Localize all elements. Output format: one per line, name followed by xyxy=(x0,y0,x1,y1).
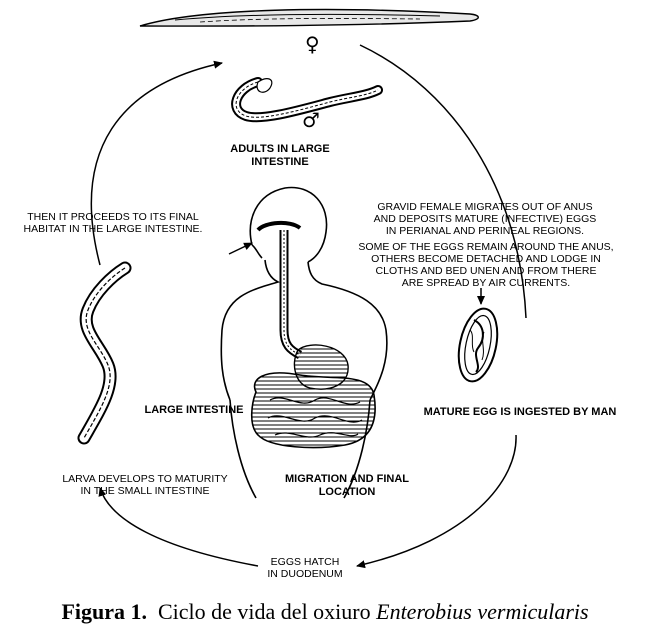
female-symbol: ♀ xyxy=(305,32,320,56)
label-large-intestine: LARGE INTESTINE xyxy=(144,404,244,416)
male-worm-drawing xyxy=(231,77,383,123)
label-final-habitat: THEN IT PROCEEDS TO ITS FINAL HABITAT IN… xyxy=(23,211,203,235)
label-larva-develops: LARVA DEVELOPS TO MATURITY IN THE SMALL … xyxy=(62,473,228,497)
label-gravid-female: GRAVID FEMALE MIGRATES OUT OF ANUS AND D… xyxy=(373,201,597,237)
arrow-to-adults xyxy=(90,60,223,266)
diagram-drawing xyxy=(77,8,527,569)
caption-number: Figura 1. xyxy=(61,599,147,624)
label-adults: ADULTS IN LARGE INTESTINE xyxy=(230,143,330,168)
caption-species: Enterobius vermicularis xyxy=(376,599,589,624)
label-migration: MIGRATION AND FINAL LOCATION xyxy=(284,473,410,498)
label-eggs-hatch: EGGS HATCH IN DUODENUM xyxy=(267,556,343,580)
larva-drawing xyxy=(77,261,132,445)
arrow-gravid-out xyxy=(359,44,527,319)
life-cycle-diagram: ♀ ♂ ADULTS IN LARGE INTESTINE GRAVID FEM… xyxy=(23,8,617,580)
egg-drawing xyxy=(457,307,499,383)
intestine-drawing xyxy=(250,372,376,449)
arrow-hatch-larva xyxy=(98,487,259,567)
label-eggs-spread: SOME OF THE EGGS REMAIN AROUND THE ANUS,… xyxy=(358,241,614,289)
label-mature-egg: MATURE EGG IS INGESTED BY MAN xyxy=(423,406,617,418)
female-worm-drawing xyxy=(139,8,479,27)
figure-caption: Figura 1. Ciclo de vida del oxiuro Enter… xyxy=(0,597,650,627)
male-symbol: ♂ xyxy=(302,108,320,132)
arrow-egg-ingested xyxy=(356,434,517,569)
caption-text: Ciclo de vida del oxiuro xyxy=(158,599,371,624)
arrow-to-mouth xyxy=(228,242,253,255)
